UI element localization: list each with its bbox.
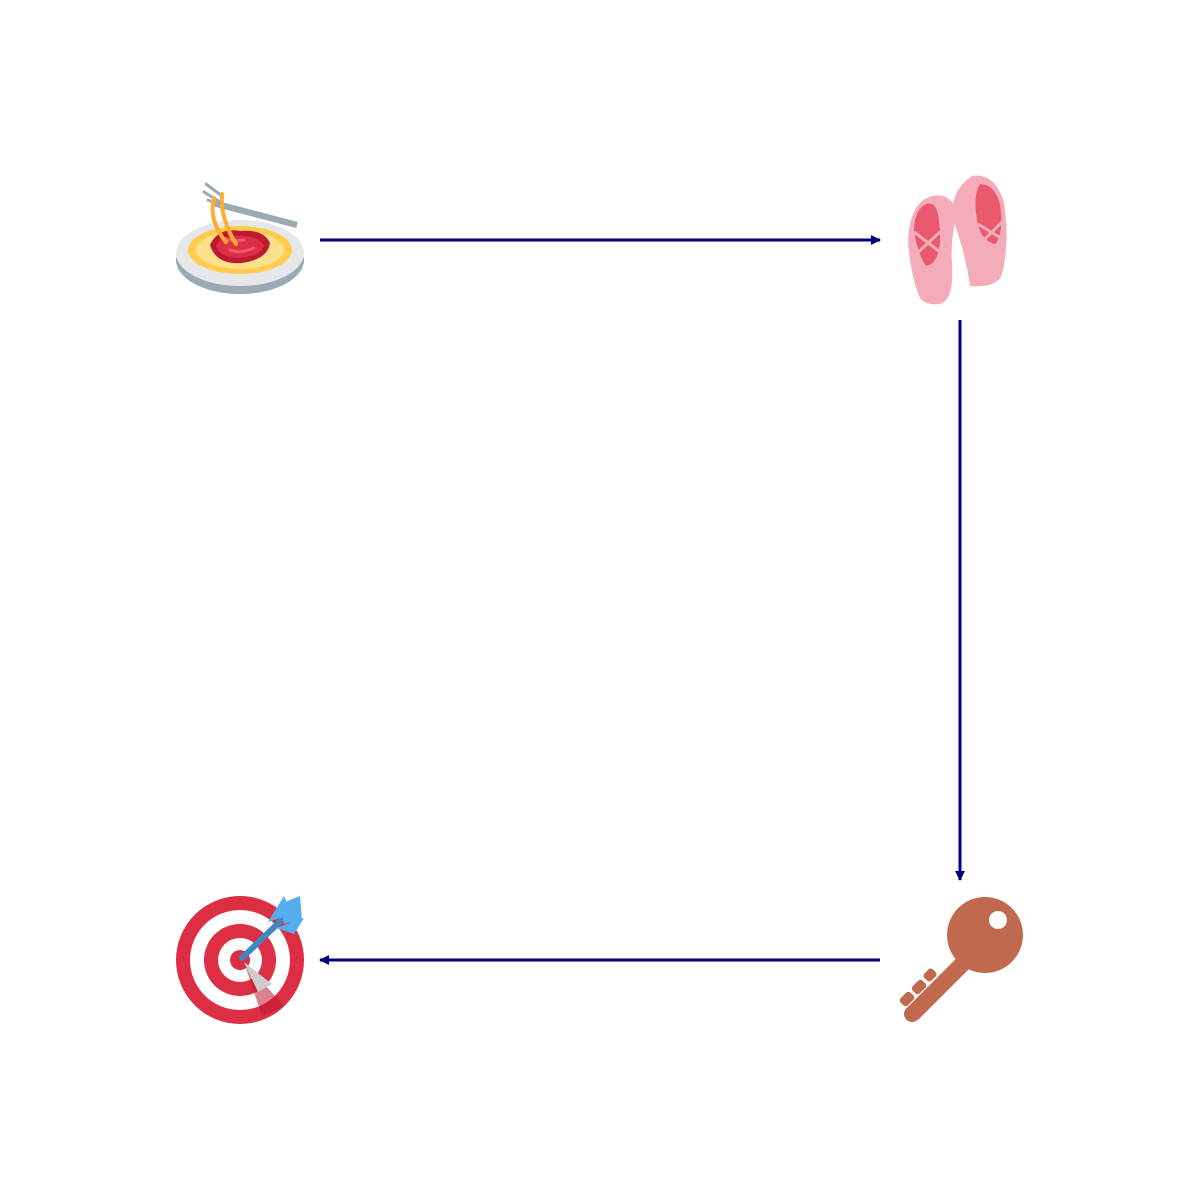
target-dart-icon: [176, 896, 304, 1024]
key-icon: [899, 897, 1023, 1022]
ballet-shoes-icon: [908, 175, 1007, 305]
spaghetti-icon: [176, 182, 304, 294]
